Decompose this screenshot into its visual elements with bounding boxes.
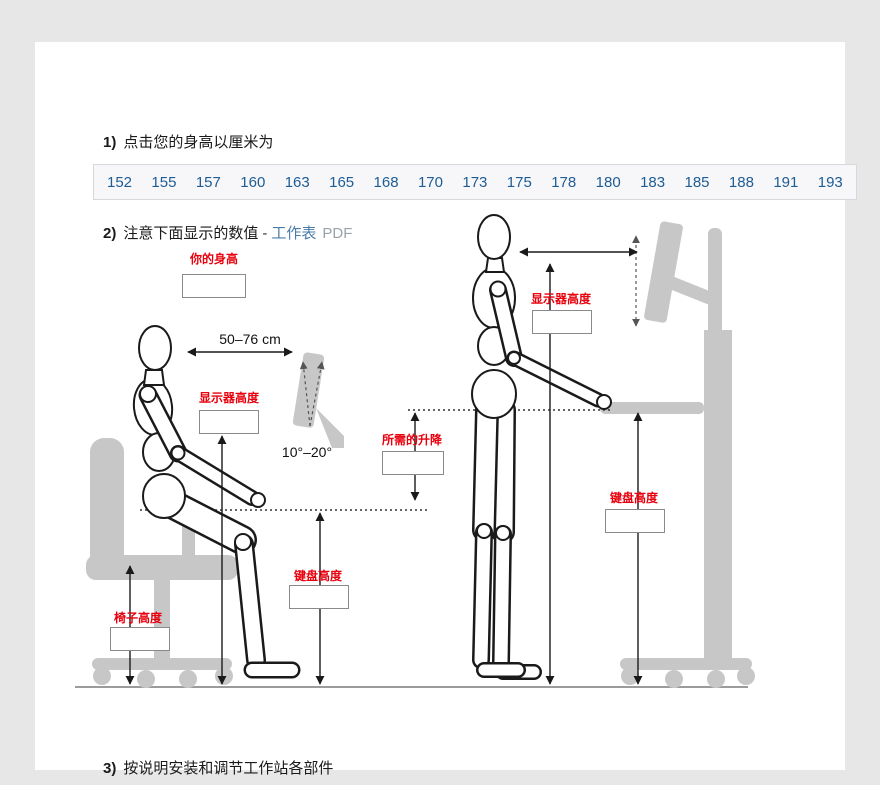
step-2-number: 2): [103, 225, 117, 242]
height-option[interactable]: 185: [684, 173, 710, 191]
step-3-heading: 3) 按说明安装和调节工作站各部件: [103, 757, 333, 778]
viewing-distance-label: 50–76 cm: [219, 331, 281, 347]
height-option[interactable]: 157: [195, 173, 221, 191]
height-option[interactable]: 193: [817, 173, 843, 191]
height-option[interactable]: 152: [107, 173, 133, 191]
height-option[interactable]: 163: [284, 173, 310, 191]
step-2-text: 注意下面显示的数值: [123, 225, 259, 242]
standing-desk-silhouette: [600, 221, 755, 688]
height-option[interactable]: 178: [551, 173, 577, 191]
worksheet-link[interactable]: 工作表: [271, 225, 317, 242]
monitor-height-standing-label: 显示器高度: [530, 292, 591, 306]
keyboard-height-sitting-value-box: [289, 585, 349, 609]
sitting-figure: [132, 325, 301, 679]
height-option[interactable]: 173: [462, 173, 488, 191]
height-option[interactable]: 160: [240, 173, 266, 191]
height-option[interactable]: 188: [728, 173, 754, 191]
your-height-value-box: [182, 274, 246, 298]
keyboard-height-standing-label: 键盘高度: [609, 491, 658, 505]
step-1-heading: 1) 点击您的身高以厘米为: [103, 131, 273, 152]
chair-height-value-box: [110, 627, 170, 651]
height-selector: 152 155 157 160 163 165 168 170 173 175 …: [93, 164, 857, 200]
monitor-height-sitting-value-box: [199, 410, 259, 434]
standing-figure: [471, 214, 612, 680]
ergonomic-diagram: [75, 214, 755, 688]
height-option[interactable]: 155: [151, 173, 177, 191]
step-1-text: 点击您的身高以厘米为: [123, 134, 274, 151]
step-2-separator: -: [262, 225, 268, 242]
keyboard-height-standing-value-box: [605, 509, 665, 533]
height-option[interactable]: 191: [773, 173, 799, 191]
lift-range-label: 所需的升降: [381, 433, 442, 447]
step-3-text: 按说明安装和调节工作站各部件: [123, 760, 334, 777]
step-1-number: 1): [103, 134, 117, 151]
height-option[interactable]: 170: [417, 173, 443, 191]
keyboard-height-sitting-label: 键盘高度: [293, 569, 342, 583]
tilt-indicator-sitting: [299, 361, 325, 427]
height-option[interactable]: 168: [373, 173, 399, 191]
chair-height-label: 椅子高度: [113, 611, 162, 625]
monitor-height-standing-value-box: [532, 310, 592, 334]
monitor-height-sitting-label: 显示器高度: [198, 391, 259, 405]
step-2-heading: 2) 注意下面显示的数值-工作表 PDF: [103, 222, 352, 243]
height-option[interactable]: 180: [595, 173, 621, 191]
your-height-label: 你的身高: [189, 252, 238, 266]
pdf-link[interactable]: PDF: [322, 225, 353, 242]
height-option[interactable]: 175: [506, 173, 532, 191]
height-option[interactable]: 183: [640, 173, 666, 191]
tilt-angle-label: 10°–20°: [281, 444, 333, 460]
height-option[interactable]: 165: [329, 173, 355, 191]
step-3-number: 3): [103, 760, 117, 777]
monitor-silhouette-sitting: [292, 352, 344, 448]
lift-range-value-box: [382, 451, 444, 475]
